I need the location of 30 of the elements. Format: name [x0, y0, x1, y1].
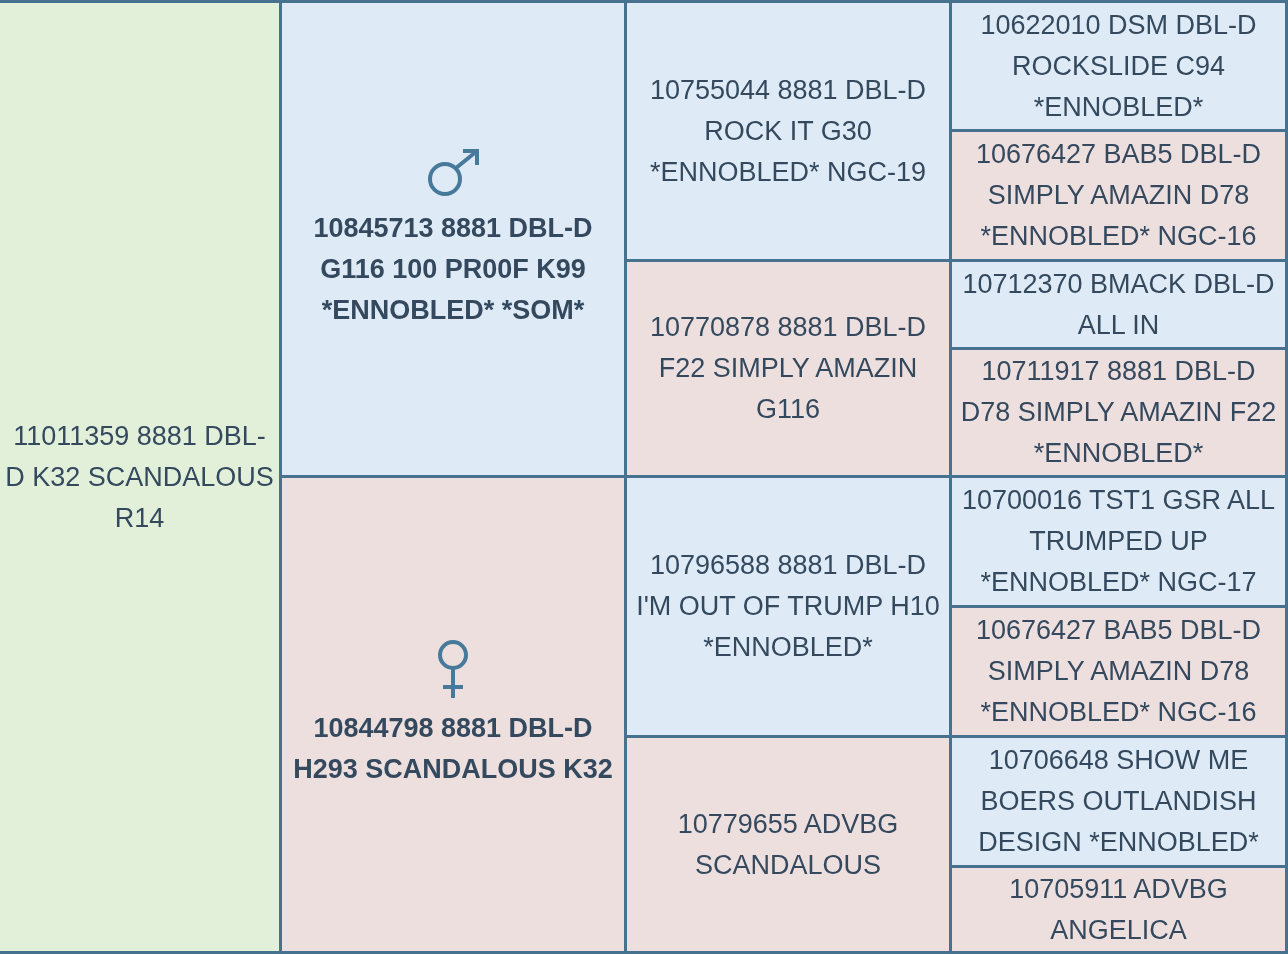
- animal-name: 10700016 TST1 GSR ALL TRUMPED UP *ENNOBLED* NGC-17: [960, 484, 1277, 599]
- animal-name: 10676427 BAB5 DBL-D SIMPLY AMAZIN D78 *ENNOBLED* NGC-16: [974, 138, 1263, 253]
- animal-name: 10796588 8881 DBL-D I'M OUT OF TRUMP H10 *ENNOBLED*: [635, 549, 941, 664]
- pedigree-cell: [624, 735, 952, 954]
- animal-name: 10755044 8881 DBL-D ROCK IT G30 *ENNOBLED* NGC-19: [648, 73, 928, 189]
- pedigree-cell: [279, 475, 627, 954]
- animal-name: 10779655 ADVBG SCANDALOUS: [676, 807, 900, 882]
- animal-name: 10845713 8881 DBL-D G116 100 PR00F K99 *ENNOBLED* *SOM*: [312, 211, 594, 327]
- pedigree-cell: [624, 0, 952, 262]
- pedigree-cell: [624, 259, 952, 478]
- animal-name: 10712370 BMACK DBL-D ALL IN: [961, 267, 1276, 342]
- pedigree-cell: [949, 735, 1288, 868]
- animal-name: 10770878 8881 DBL-D F22 SIMPLY AMAZIN G116: [648, 311, 928, 426]
- pedigree-cell: [949, 475, 1288, 608]
- pedigree-cell: [624, 475, 952, 738]
- animal-name: 10622010 DSM DBL-D ROCKSLIDE C94 *ENNOBLED*: [979, 8, 1258, 124]
- animal-name: 11011359 8881 DBL-D K32 SCANDALOUS R14: [4, 419, 275, 535]
- animal-name: 10706648 SHOW ME BOERS OUTLANDISH DESIGN *ENNOBLED*: [977, 744, 1260, 859]
- pedigree-cell: [949, 865, 1288, 954]
- pedigree-cell: [279, 0, 627, 478]
- pedigree-cell: [949, 605, 1288, 738]
- pedigree-cell: [0, 0, 282, 954]
- pedigree-cell: [949, 0, 1288, 132]
- animal-name: 10676427 BAB5 DBL-D SIMPLY AMAZIN D78 *ENNOBLED* NGC-16: [974, 614, 1263, 729]
- pedigree-cell: [949, 347, 1288, 478]
- animal-name: 10844798 8881 DBL-D H293 SCANDALOUS K32: [292, 711, 614, 786]
- pedigree-cell: [949, 129, 1288, 262]
- pedigree-cell: [949, 259, 1288, 350]
- animal-name: 10711917 8881 DBL-D D78 SIMPLY AMAZIN F22 *ENNOBLED*: [959, 355, 1278, 470]
- animal-name: 10705911 ADVBG ANGELICA: [1008, 872, 1229, 947]
